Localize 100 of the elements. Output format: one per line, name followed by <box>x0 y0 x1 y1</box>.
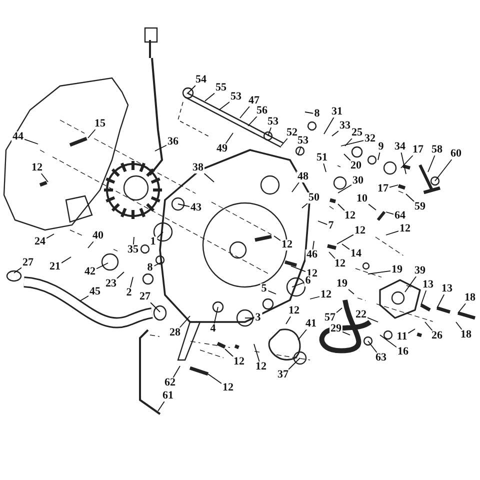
leader-line <box>292 282 305 288</box>
callout-number: 28 <box>168 328 182 338</box>
leader-line <box>224 348 234 357</box>
leader-line <box>40 173 48 182</box>
callout-number: 12 <box>222 382 234 394</box>
leader-line <box>267 290 276 294</box>
callout-number: 18 <box>460 330 472 340</box>
callout-number: 53 <box>230 92 242 102</box>
callout-number: 4 <box>209 324 217 334</box>
callout-number: 21 <box>48 262 62 272</box>
callout-number: 12 <box>280 240 294 250</box>
leader-line <box>154 144 167 152</box>
leader-line <box>298 146 302 156</box>
leader-line <box>14 267 22 274</box>
callout-number: 8 <box>146 262 154 274</box>
leader-line <box>344 154 351 161</box>
callout-number: 12 <box>354 226 366 236</box>
leader-line <box>400 155 414 168</box>
leader-line <box>310 296 320 300</box>
callout-number: 35 <box>126 244 140 256</box>
callout-number: 47 <box>248 96 260 106</box>
callout-number: 58 <box>430 144 444 156</box>
callout-number: 19 <box>336 278 348 290</box>
callout-number: 20 <box>350 160 362 172</box>
leader-line <box>328 252 336 259</box>
leader-line <box>288 358 300 370</box>
callout-number: 55 <box>214 82 228 94</box>
leader-line <box>218 102 230 110</box>
callout-number: 18 <box>464 292 476 304</box>
callout-number: 17 <box>376 184 390 194</box>
leader-line <box>172 366 180 378</box>
callout-number: 48 <box>296 172 310 182</box>
callout-number: 26 <box>430 330 444 342</box>
leader-line <box>298 329 307 340</box>
leader-line <box>80 295 89 302</box>
leader-line <box>332 130 339 136</box>
leader-line <box>248 116 258 126</box>
leader-line <box>286 316 292 324</box>
leader-line <box>254 344 260 362</box>
callout-number: 1 <box>149 236 157 248</box>
leader-line <box>368 340 378 353</box>
callout-number: 13 <box>440 284 454 294</box>
leader-line <box>386 212 394 215</box>
leader-line <box>24 138 38 144</box>
leader-line <box>46 234 54 239</box>
callout-number: 63 <box>374 352 388 364</box>
leader-line <box>336 234 354 244</box>
callout-number: 62 <box>164 378 176 388</box>
leader-line <box>225 132 234 144</box>
callout-number: 16 <box>396 346 410 358</box>
callout-number: 23 <box>104 278 118 290</box>
callout-number: 53 <box>296 136 310 146</box>
leader-line <box>456 322 462 330</box>
callout-number: 11 <box>396 332 408 342</box>
leader-line <box>400 152 406 174</box>
callout-number: 25 <box>350 128 364 138</box>
leader-line <box>336 308 342 314</box>
callout-number: 57 <box>324 312 336 324</box>
callout-number: 50 <box>308 192 320 204</box>
leader-line <box>208 374 222 384</box>
callout-number: 27 <box>22 258 34 268</box>
callout-number: 27 <box>138 292 152 302</box>
callout-number: 30 <box>352 176 364 186</box>
leader-line <box>408 328 416 334</box>
leader-line <box>290 266 306 272</box>
callout-number: 5 <box>260 284 268 294</box>
leader-line <box>434 159 452 182</box>
callout-number: 42 <box>84 266 96 278</box>
callout-number: 61 <box>162 390 174 402</box>
leader-line <box>204 173 214 182</box>
leader-line <box>458 303 466 314</box>
leader-line <box>88 129 96 138</box>
callout-number: 59 <box>414 202 426 212</box>
callout-number: 49 <box>216 144 228 154</box>
leader-line <box>386 230 399 236</box>
leader-line <box>424 322 433 331</box>
leader-line <box>380 334 397 348</box>
leader-line <box>338 204 345 211</box>
callout-number: 7 <box>327 220 335 232</box>
callout-number: 39 <box>414 266 426 276</box>
callout-number: 12 <box>320 290 332 300</box>
leader-line <box>156 232 164 239</box>
callout-number: 12 <box>288 306 300 316</box>
leader-line <box>130 276 134 288</box>
leader-line <box>240 106 250 118</box>
callout-number: 2 <box>125 288 133 298</box>
callout-number: 32 <box>364 134 376 144</box>
leader-line <box>367 317 378 322</box>
leader-line <box>158 401 165 412</box>
callout-number: 46 <box>306 250 318 260</box>
callout-number: 41 <box>304 318 318 330</box>
leader-line <box>436 294 445 308</box>
leader-line <box>188 85 196 94</box>
callout-number: 3 <box>254 312 262 324</box>
callout-number: 56 <box>256 106 268 116</box>
callout-number: 52 <box>286 128 298 138</box>
callout-number: 17 <box>412 144 424 156</box>
leader-line <box>116 272 124 279</box>
leader-line <box>292 182 300 192</box>
callout-number: 12 <box>398 224 412 234</box>
